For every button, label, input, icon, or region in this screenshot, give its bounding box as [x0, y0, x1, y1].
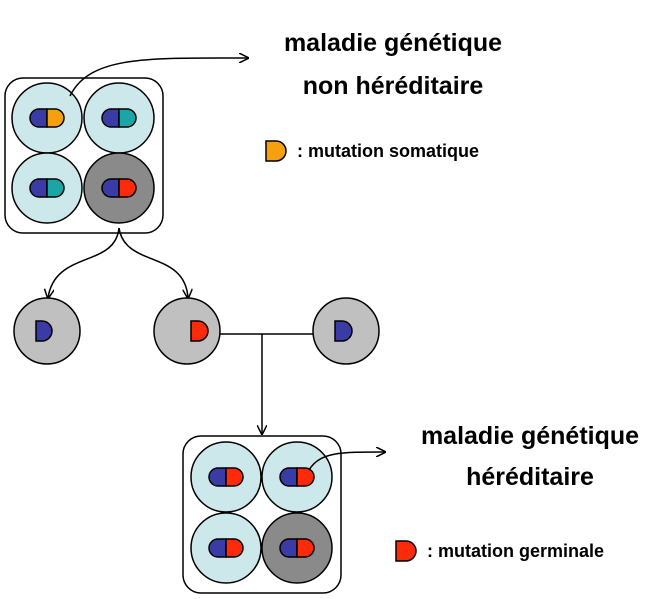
- gamete-partner: [312, 297, 380, 365]
- top-legend-swatch: [265, 140, 287, 162]
- gamete-arrow-right: [118, 227, 188, 298]
- chromosome-pair: [29, 108, 65, 128]
- bottom-cell-1: [190, 441, 262, 513]
- chromosome-pair: [101, 178, 137, 198]
- gamete-arrow-left: [48, 227, 120, 298]
- top-cell-2: [83, 82, 155, 154]
- top-title-line1: maladie génétique: [283, 29, 503, 57]
- top-legend-text: : mutation somatique: [297, 141, 480, 161]
- chromosome-pair: [101, 108, 137, 128]
- gamete-normal: [13, 297, 81, 365]
- chromosome-pair: [279, 538, 315, 558]
- top-title-line2: non héréditaire: [302, 72, 484, 100]
- chromosome-pair: [29, 178, 65, 198]
- top-arrow: [69, 58, 248, 97]
- chromosome-pair: [208, 467, 244, 487]
- top-cell-1: [11, 82, 83, 154]
- bottom-arrow: [308, 452, 385, 471]
- chromosome-pair: [279, 467, 315, 487]
- bottom-title-line2: héréditaire: [466, 463, 594, 491]
- bottom-title-line1: maladie génétique: [420, 422, 640, 450]
- chromosome-pair: [208, 538, 244, 558]
- bottom-cell-4-germline: [261, 512, 333, 584]
- gamete-mutated: [153, 297, 221, 365]
- bottom-cell-2: [261, 441, 333, 513]
- top-cell-3: [11, 152, 83, 224]
- top-cell-4-germline: [83, 152, 155, 224]
- bottom-legend-text: : mutation germinale: [427, 541, 605, 561]
- bottom-cell-3: [190, 512, 262, 584]
- bottom-legend-swatch: [395, 540, 417, 562]
